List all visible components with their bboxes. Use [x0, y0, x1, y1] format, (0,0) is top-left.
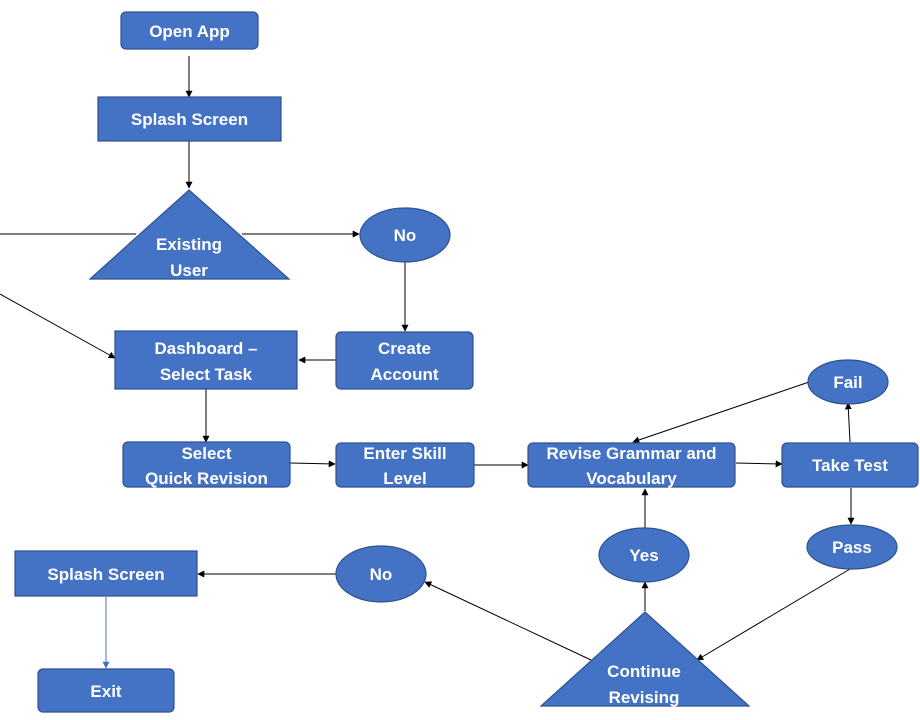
edge-revise-to-test: [735, 460, 783, 468]
node-open-app[interactable]: Open App: [120, 11, 259, 50]
node-existing-user-label-2: User: [170, 261, 208, 280]
node-yes-label: Yes: [629, 546, 658, 565]
edge-test-to-fail: [844, 402, 852, 443]
node-revise-grammar-label-1: Revise Grammar and: [546, 444, 716, 463]
edges: [0, 56, 855, 669]
edge-continue-to-no: [424, 581, 592, 661]
node-splash-screen-bottom-label: Splash Screen: [47, 565, 164, 584]
node-exit[interactable]: Exit: [37, 668, 175, 713]
node-continue-revising-label-2: Revising: [609, 688, 680, 707]
node-select-quick-revision-label-2: Quick Revision: [145, 469, 268, 488]
node-pass-label: Pass: [832, 538, 872, 557]
node-exit-label: Exit: [90, 682, 122, 701]
node-no-bottom-label: No: [370, 565, 393, 584]
edge-left-to-dashboard: [0, 293, 116, 359]
node-take-test[interactable]: Take Test: [781, 442, 919, 488]
node-no-top[interactable]: No: [359, 207, 451, 263]
node-open-app-label: Open App: [149, 22, 230, 41]
node-dashboard-label-2: Select Task: [160, 365, 253, 384]
node-revise-grammar-label-2: Vocabulary: [586, 469, 677, 488]
node-splash-screen-top[interactable]: Splash Screen: [97, 96, 282, 142]
node-continue-revising[interactable]: Continue Revising: [539, 611, 751, 707]
node-existing-user[interactable]: Existing User: [88, 189, 291, 280]
node-dashboard-label-1: Dashboard –: [155, 339, 258, 358]
node-existing-user-label-1: Existing: [156, 235, 222, 254]
node-take-test-label: Take Test: [812, 456, 888, 475]
node-no-bottom[interactable]: No: [335, 545, 427, 603]
node-splash-screen-bottom[interactable]: Splash Screen: [14, 550, 198, 597]
node-pass[interactable]: Pass: [806, 524, 898, 570]
node-fail-label: Fail: [833, 373, 862, 392]
node-create-account-label-2: Account: [371, 365, 439, 384]
node-select-quick-revision[interactable]: Select Quick Revision: [122, 441, 291, 488]
node-create-account[interactable]: Create Account: [335, 331, 474, 390]
node-enter-skill-level-label-1: Enter Skill: [363, 444, 446, 463]
edge-select-to-skill: [289, 460, 336, 468]
node-fail[interactable]: Fail: [807, 359, 889, 405]
node-no-top-label: No: [394, 226, 417, 245]
edge-fail-to-revise: [632, 380, 813, 444]
edge-pass-to-continue: [696, 568, 851, 661]
node-splash-screen-top-label: Splash Screen: [131, 110, 248, 129]
node-create-account-label-1: Create: [378, 339, 431, 358]
node-dashboard[interactable]: Dashboard – Select Task: [114, 330, 298, 390]
node-yes[interactable]: Yes: [598, 527, 690, 583]
node-enter-skill-level-label-2: Level: [383, 469, 426, 488]
node-enter-skill-level[interactable]: Enter Skill Level: [335, 442, 475, 488]
node-continue-revising-label-1: Continue: [607, 662, 681, 681]
node-select-quick-revision-label-1: Select: [181, 444, 231, 463]
node-revise-grammar[interactable]: Revise Grammar and Vocabulary: [527, 442, 736, 488]
